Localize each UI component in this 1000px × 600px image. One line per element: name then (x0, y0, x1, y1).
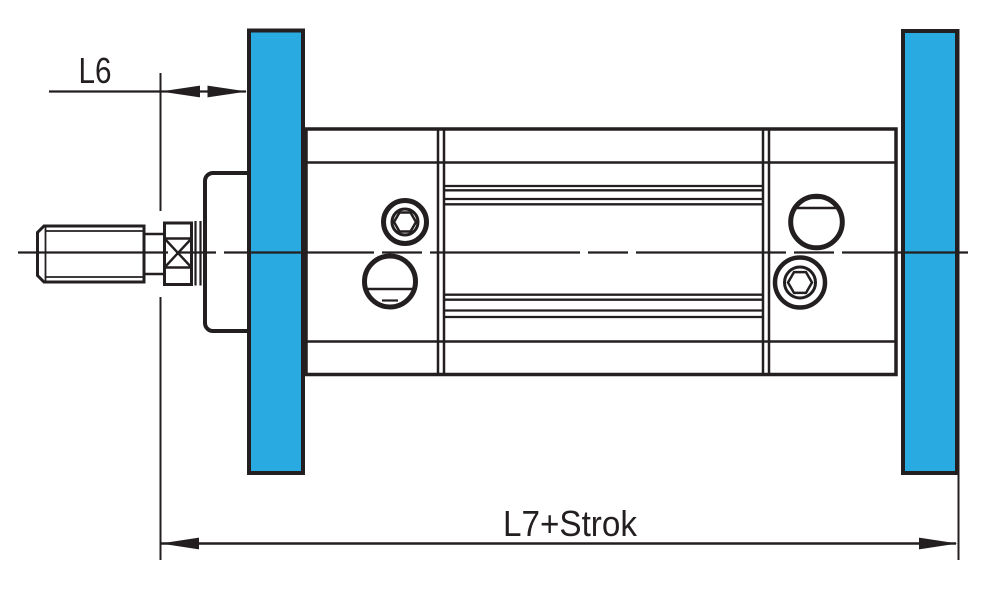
rod-wrench-flats (163, 221, 193, 286)
l7-arrow-right-icon (919, 537, 958, 550)
rear-socket-screw (772, 255, 828, 310)
tie-rod-lines (445, 184, 762, 319)
front-socket-screw (381, 198, 429, 246)
l6-arrow-left-icon (160, 85, 200, 98)
dimension-l7-stroke: L7+Strok (160, 29, 960, 560)
front-head-features (362, 198, 429, 310)
rear-port (788, 193, 845, 251)
drawing-root: L6 L7+Strok (18, 28, 968, 560)
rear-screw-hex-icon (786, 270, 814, 295)
l7-arrow-left-icon (160, 537, 199, 550)
front-port (362, 253, 418, 310)
dimension-l6: L6 (49, 50, 247, 560)
rear-head-features (772, 193, 845, 310)
l6-label: L6 (79, 50, 112, 91)
l7-stroke-label: L7+Strok (503, 503, 638, 544)
l6-arrow-right-icon (207, 85, 247, 98)
front-screw-hex-icon (392, 211, 418, 233)
rod-thread-outline (36, 224, 146, 284)
